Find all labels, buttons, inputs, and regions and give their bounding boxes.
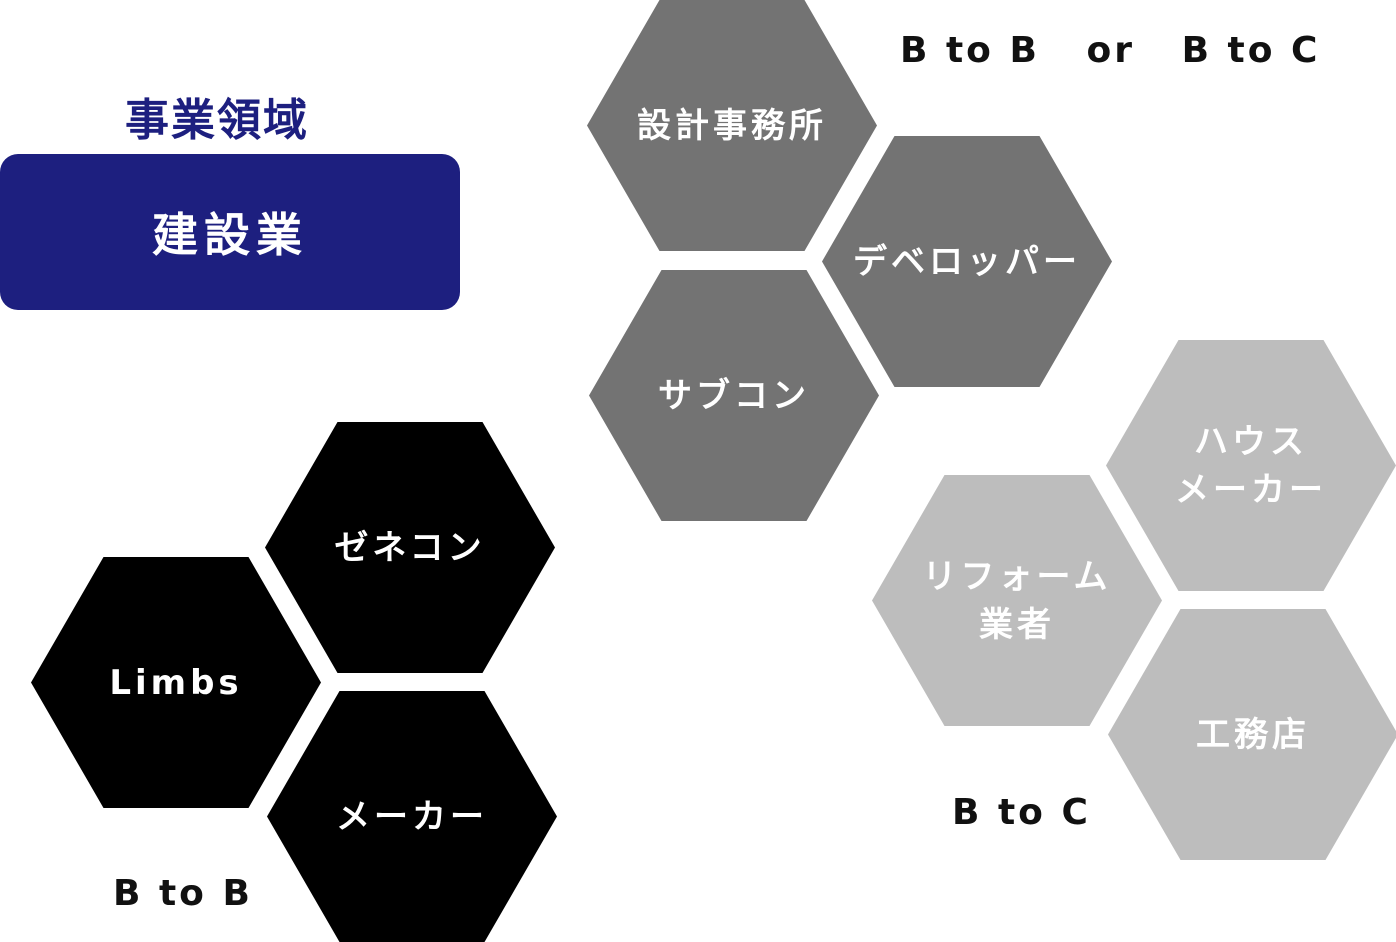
caption-btob: B to B	[113, 873, 253, 914]
hex-label: 業者	[979, 604, 1055, 645]
hex-label: メーカー	[1175, 469, 1327, 510]
hex-label: ゼネコン	[334, 527, 486, 568]
hex-builder: 工務店	[1108, 609, 1396, 860]
hex-label: Limbs	[109, 662, 243, 703]
hex-label: サブコン	[658, 375, 810, 416]
hex-label: ハウス	[1194, 421, 1308, 462]
caption-btoc: B to C	[952, 792, 1091, 833]
hex-subcon: サブコン	[589, 270, 879, 521]
industry-box: 建設業	[0, 154, 460, 310]
hex-label: メーカー	[336, 796, 488, 837]
hex-design-office: 設計事務所	[587, 0, 877, 251]
section-title: 事業領域	[125, 95, 309, 146]
hex-label: 設計事務所	[637, 105, 827, 146]
hex-label: リフォーム	[922, 556, 1112, 597]
hex-zenecon: ゼネコン	[265, 422, 555, 673]
hex-developer: デベロッパー	[822, 136, 1112, 387]
hex-house-maker: ハウスメーカー	[1106, 340, 1396, 591]
hex-label: 工務店	[1196, 714, 1310, 755]
hex-label: デベロッパー	[853, 241, 1081, 282]
hex-limbs: Limbs	[31, 557, 321, 808]
hex-maker: メーカー	[267, 691, 557, 942]
caption-btob-or-btoc: B to B or B to C	[900, 30, 1321, 71]
hex-reform: リフォーム業者	[872, 475, 1162, 726]
industry-label: 建設業	[152, 208, 308, 262]
